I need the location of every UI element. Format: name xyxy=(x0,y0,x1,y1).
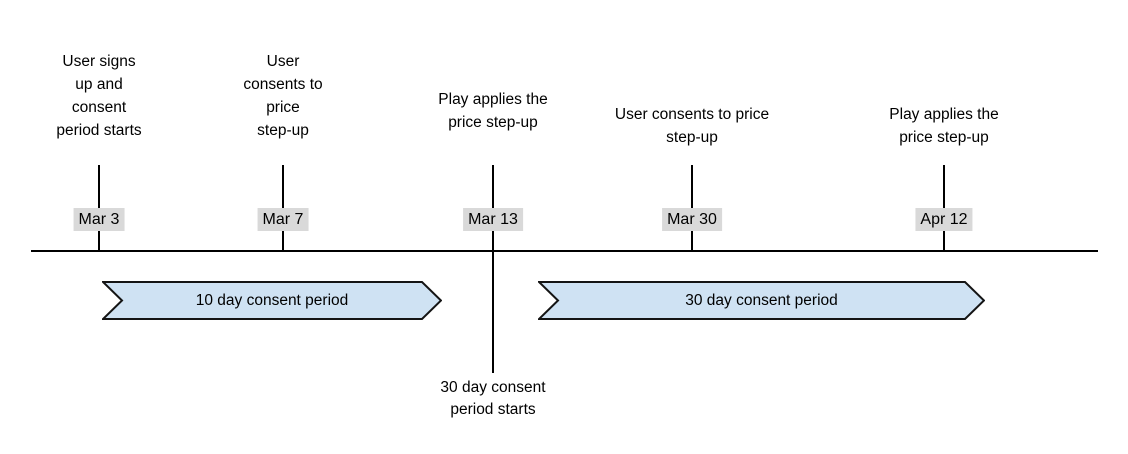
consent-period-arrow-30day: 30 day consent period xyxy=(538,281,985,320)
event-label: User signs up and consent period starts xyxy=(56,53,142,139)
arrow-shape xyxy=(102,281,442,320)
event-tick-with-annotation-connector xyxy=(492,165,494,373)
annotation-label: 30 day consent period starts xyxy=(440,379,546,418)
chevron-band-shape xyxy=(102,281,442,320)
consent-period-label: 10 day consent period xyxy=(195,291,349,309)
consent-period-arrow-10day: 10 day consent period xyxy=(102,281,442,320)
event-date-badge: Mar 7 xyxy=(257,208,309,231)
consent-period-label: 30 day consent period xyxy=(685,291,838,309)
event-label: Play applies the price step-up xyxy=(889,106,999,146)
event-date-badge: Mar 30 xyxy=(662,208,722,231)
event-date-badge: Mar 3 xyxy=(73,208,125,231)
event-label: Play applies the price step-up xyxy=(438,91,548,131)
event-date-badge: Mar 13 xyxy=(463,208,523,231)
chevron-band-shape xyxy=(538,281,985,320)
event-date-badge: Apr 12 xyxy=(915,208,973,231)
event-label: User consents to price step-up xyxy=(614,106,770,146)
arrow-shape xyxy=(538,281,985,320)
event-label: User consents to price step-up xyxy=(243,53,323,139)
timeline-axis xyxy=(31,250,1098,252)
